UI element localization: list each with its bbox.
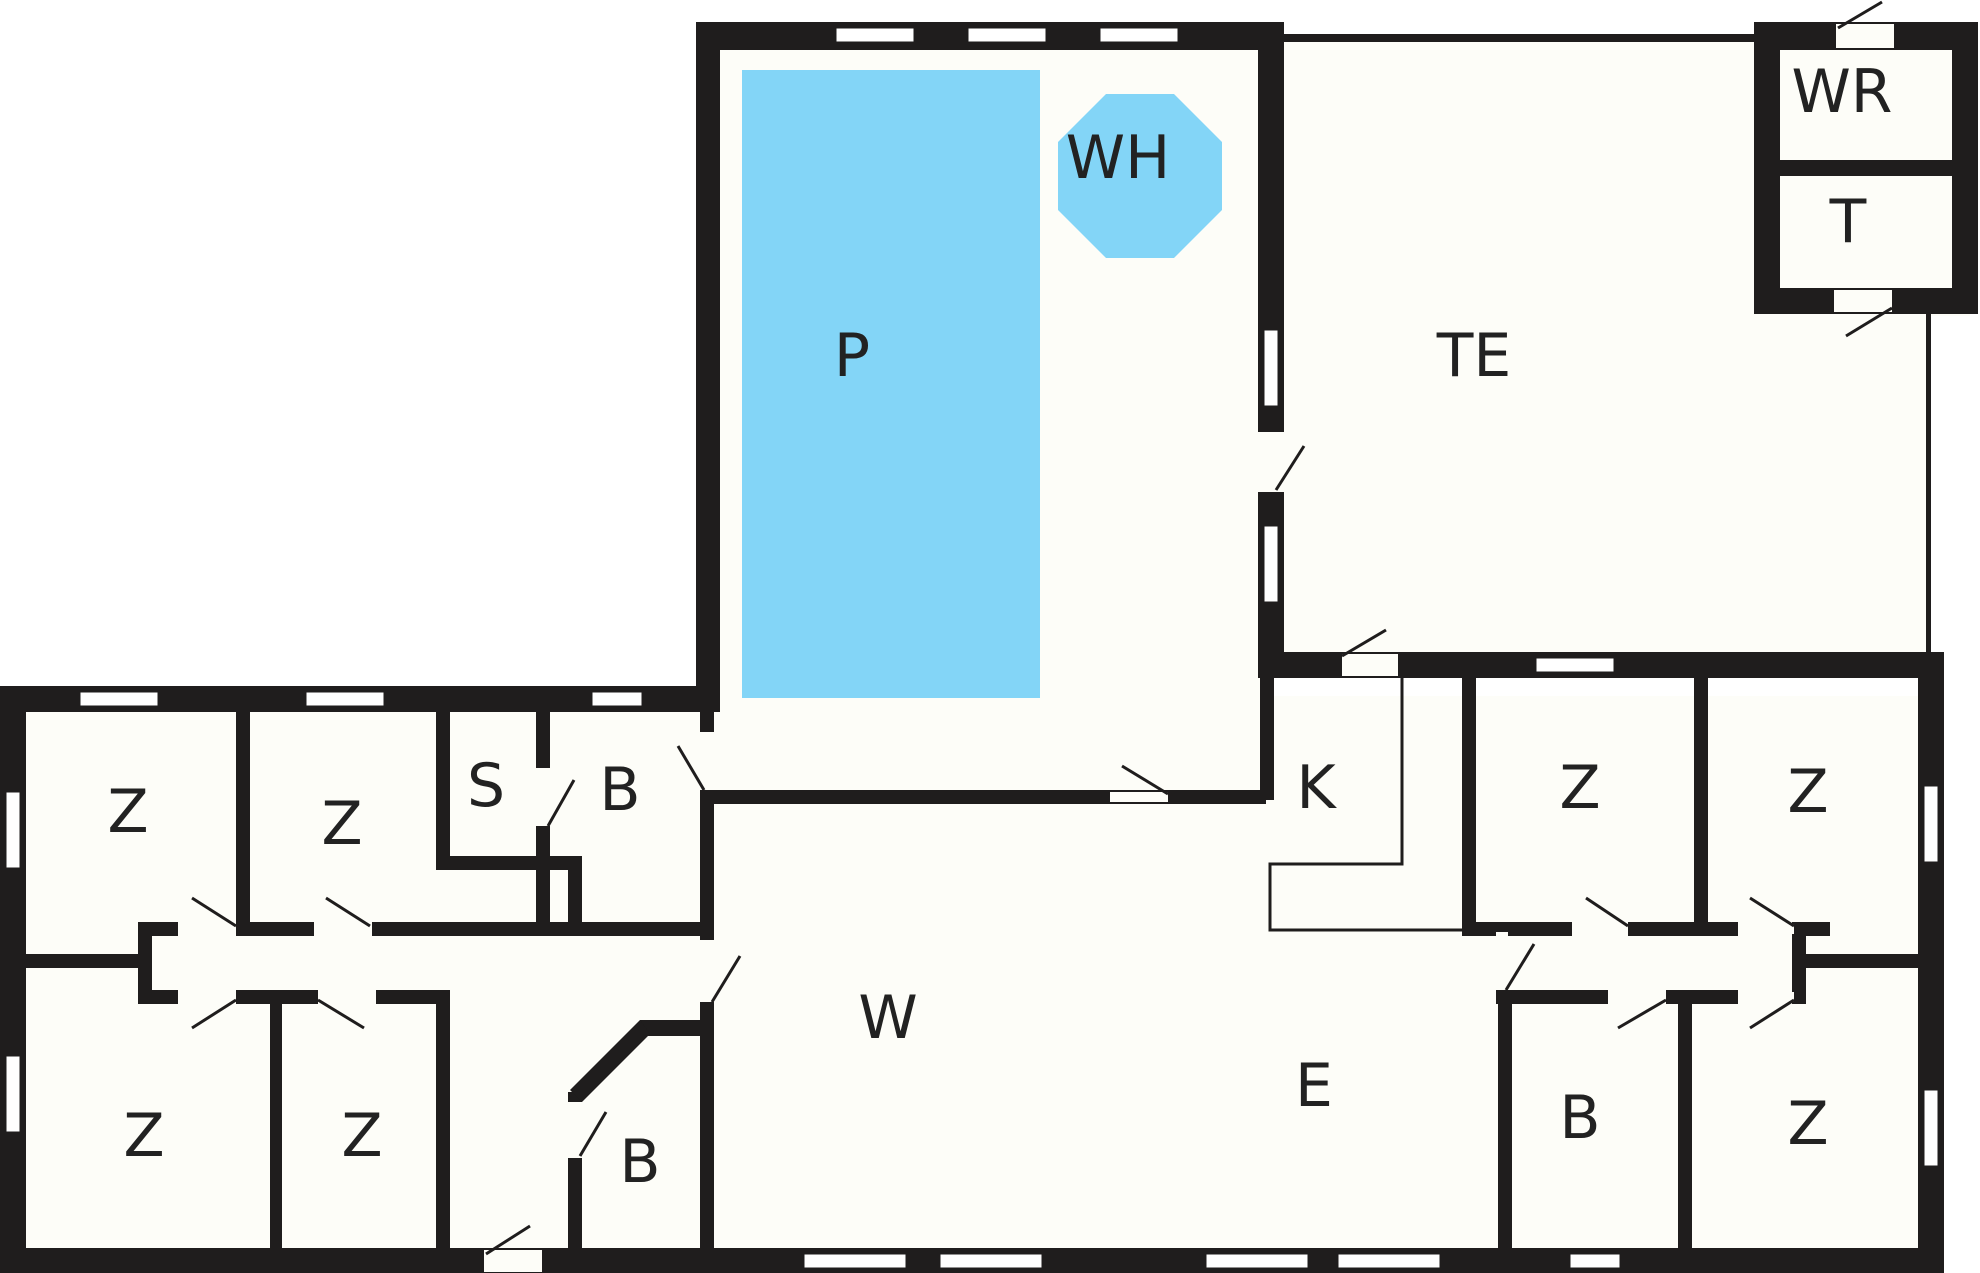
room-labels: P WH TE WR T S B B B K W E Z Z Z Z Z Z Z	[107, 57, 1892, 1197]
window	[1923, 1089, 1939, 1167]
room-label-bath: B	[1559, 1083, 1600, 1153]
window	[5, 791, 21, 869]
room-label-bath: B	[599, 755, 640, 825]
window	[5, 1055, 21, 1133]
room-label-bedroom: Z	[341, 1101, 382, 1171]
window	[1569, 1253, 1621, 1269]
windows	[5, 27, 1939, 1269]
room-label-terrace: TE	[1436, 321, 1512, 391]
room-label-washroom: WR	[1791, 57, 1892, 127]
window	[1535, 657, 1615, 673]
window	[939, 1253, 1043, 1269]
window	[1099, 27, 1179, 43]
window	[1263, 329, 1279, 407]
window	[1205, 1253, 1309, 1269]
whirlpool-tub	[1058, 94, 1222, 258]
window	[1263, 525, 1279, 603]
room-label-pool: P	[834, 321, 870, 391]
doors	[178, 0, 1894, 1272]
room-label-bath: B	[619, 1127, 660, 1197]
window	[835, 27, 915, 43]
window	[305, 691, 385, 707]
room-label-bedroom: Z	[321, 789, 362, 859]
room-label-toilet: T	[1829, 187, 1867, 257]
room-label-dining: E	[1295, 1051, 1333, 1121]
window	[967, 27, 1047, 43]
room-label-bedroom: Z	[123, 1101, 164, 1171]
room-label-bedroom: Z	[1787, 1089, 1828, 1159]
room-label-kitchen: K	[1296, 753, 1337, 823]
room-label-bedroom: Z	[1787, 757, 1828, 827]
room-label-whirlpool: WH	[1066, 123, 1170, 193]
room-label-sauna: S	[467, 751, 505, 821]
pool-basin	[742, 70, 1040, 698]
window	[79, 691, 159, 707]
window	[591, 691, 643, 707]
interior-walls	[12, 652, 1936, 1252]
window	[1923, 785, 1939, 863]
window	[803, 1253, 907, 1269]
window	[1337, 1253, 1441, 1269]
kitchen-counter	[1268, 678, 1466, 932]
room-label-bedroom: Z	[107, 777, 148, 847]
room-label-bedroom: Z	[1559, 753, 1600, 823]
room-label-living: W	[858, 983, 917, 1053]
